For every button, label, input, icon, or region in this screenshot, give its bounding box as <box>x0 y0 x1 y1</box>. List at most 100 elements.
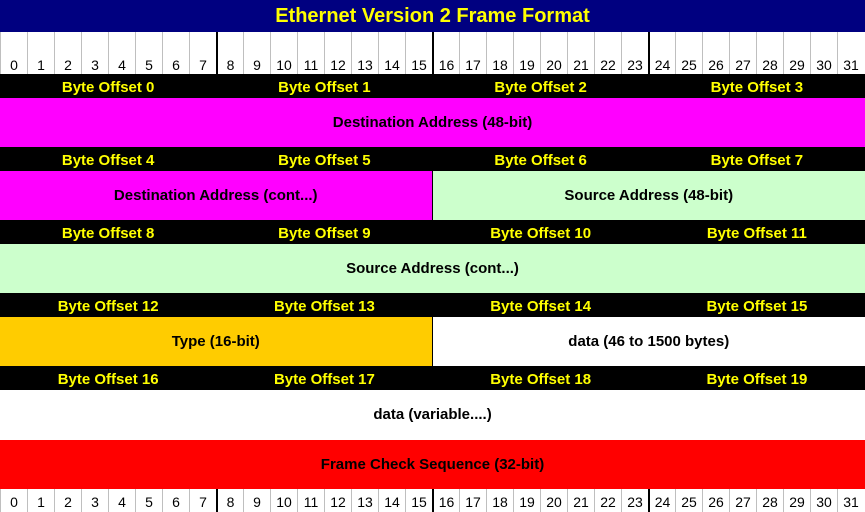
top-bit-cell: 31 <box>837 32 864 74</box>
byte-offset-label: Byte Offset 4 <box>61 151 155 169</box>
byte-offset-label: Byte Offset 6 <box>494 151 587 169</box>
field-row: data (variable....) <box>0 390 865 439</box>
frame-check-sequence-field: Frame Check Sequence (32-bit) <box>0 440 865 489</box>
top-bit-cell: 17 <box>459 32 486 74</box>
bottom-bit-cell: 29 <box>783 489 810 512</box>
bit-number: 7 <box>199 494 207 510</box>
byte-offset-label: Byte Offset 10 <box>490 224 592 242</box>
bottom-bit-cell: 16 <box>432 489 459 512</box>
top-bit-cell: 1 <box>27 32 54 74</box>
bottom-bit-cell: 22 <box>594 489 621 512</box>
field-label: Source Address (cont...) <box>346 260 519 277</box>
bottom-bit-cell: 6 <box>162 489 189 512</box>
bit-number: 28 <box>762 57 778 73</box>
top-bit-cell: 28 <box>756 32 783 74</box>
byte-offset-label: Byte Offset 0 <box>61 78 155 96</box>
bit-number: 0 <box>10 494 18 510</box>
bottom-bit-cell: 12 <box>324 489 351 512</box>
bit-number: 11 <box>303 494 319 510</box>
bottom-bit-cell: 4 <box>108 489 135 512</box>
bottom-bit-cell: 28 <box>756 489 783 512</box>
field-label: Destination Address (cont...) <box>113 187 318 204</box>
top-bit-cell: 4 <box>108 32 135 74</box>
bottom-bit-cell: 1 <box>27 489 54 512</box>
bit-number: 5 <box>145 57 153 73</box>
bottom-bit-cell: 9 <box>243 489 270 512</box>
bit-number: 2 <box>64 494 72 510</box>
top-bit-cell: 11 <box>297 32 324 74</box>
byte-offset-label: Byte Offset 17 <box>273 370 375 388</box>
bit-number: 3 <box>91 57 99 73</box>
bottom-bit-cell: 8 <box>216 489 243 512</box>
bit-number: 28 <box>762 494 778 510</box>
top-bit-cell: 7 <box>189 32 216 74</box>
bit-number: 5 <box>145 494 153 510</box>
bottom-bit-cell: 7 <box>189 489 216 512</box>
bit-number: 20 <box>546 494 562 510</box>
byte-offset-label: Byte Offset 9 <box>278 224 371 242</box>
bit-number: 10 <box>276 494 292 510</box>
bit-number: 13 <box>357 57 373 73</box>
field-row: Type (16-bit) data (46 to 1500 bytes) <box>0 317 865 366</box>
byte-offset-row: Byte Offset 16 Byte Offset 17 Byte Offset … <box>0 366 865 392</box>
bit-number: 23 <box>627 494 643 510</box>
bit-number: 12 <box>330 494 346 510</box>
field-label: Destination Address (48-bit) <box>332 114 533 131</box>
frame-field: Type (16-bit) <box>0 317 433 366</box>
top-bit-cell: 29 <box>783 32 810 74</box>
bit-number: 8 <box>226 494 235 510</box>
bottom-bit-cell: 23 <box>621 489 648 512</box>
top-bit-cell: 6 <box>162 32 189 74</box>
bit-number: 7 <box>199 57 207 73</box>
bit-number: 27 <box>735 57 751 73</box>
bit-number: 26 <box>708 494 724 510</box>
bit-number: 22 <box>600 494 616 510</box>
byte-offset-label: Byte Offset 16 <box>57 370 159 388</box>
top-bit-cell: 15 <box>405 32 432 74</box>
bit-number: 10 <box>276 57 292 73</box>
bit-number: 29 <box>789 494 805 510</box>
top-bit-cell: 24 <box>648 32 675 74</box>
top-bit-cell: 30 <box>810 32 837 74</box>
top-bit-cell: 25 <box>675 32 702 74</box>
byte-offset-label: Byte Offset 2 <box>494 78 587 96</box>
bit-number: 24 <box>654 57 671 73</box>
bit-number: 25 <box>681 57 697 73</box>
bottom-bit-cell: 19 <box>513 489 540 512</box>
top-bit-cell: 12 <box>324 32 351 74</box>
bottom-bit-cell: 24 <box>648 489 675 512</box>
bottom-bit-cell: 31 <box>837 489 864 512</box>
bit-number: 9 <box>253 57 261 73</box>
diagram-title: Ethernet Version 2 Frame Format <box>0 0 865 32</box>
top-bit-cell: 10 <box>270 32 297 74</box>
byte-offset-label: Byte Offset 1 <box>278 78 371 96</box>
bit-number: 21 <box>573 57 589 73</box>
bit-number: 19 <box>519 57 535 73</box>
top-bit-cell: 2 <box>54 32 81 74</box>
bit-number: 4 <box>118 494 126 510</box>
bottom-bit-cell: 30 <box>810 489 837 512</box>
bit-number: 0 <box>10 57 18 73</box>
bit-number: 16 <box>438 494 455 510</box>
top-bit-cell: 8 <box>216 32 243 74</box>
bit-number: 17 <box>465 494 481 510</box>
bit-number: 17 <box>465 57 481 73</box>
bottom-bit-cell: 18 <box>486 489 513 512</box>
frame-field: Source Address (cont...) <box>0 244 865 293</box>
top-bit-cell: 21 <box>567 32 594 74</box>
bit-number: 16 <box>438 57 455 73</box>
bit-number: 1 <box>37 57 45 73</box>
bit-number: 15 <box>411 57 427 73</box>
bottom-bit-cell: 5 <box>135 489 162 512</box>
field-label: data (46 to 1500 bytes) <box>568 333 730 350</box>
bottom-bit-cell: 20 <box>540 489 567 512</box>
bit-number: 8 <box>226 57 235 73</box>
bottom-bit-cell: 11 <box>297 489 324 512</box>
byte-offset-label: Byte Offset 19 <box>706 370 808 388</box>
top-bit-cell: 16 <box>432 32 459 74</box>
bottom-bit-cell: 26 <box>702 489 729 512</box>
frame-field: Destination Address (cont...) <box>0 171 433 220</box>
byte-offset-label: Byte Offset 18 <box>490 370 592 388</box>
